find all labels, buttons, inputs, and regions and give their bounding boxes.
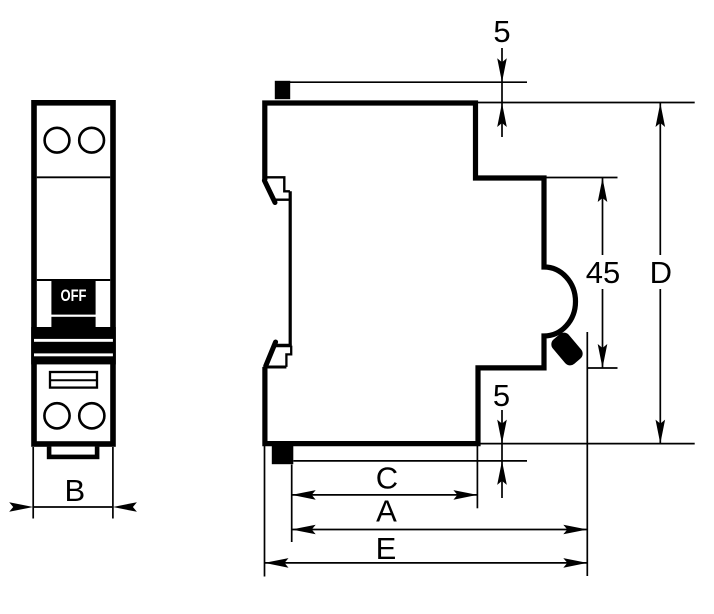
svg-text:E: E [376,531,397,566]
svg-text:OFF: OFF [61,286,87,305]
svg-text:5: 5 [493,14,510,49]
svg-text:C: C [376,461,398,496]
svg-text:A: A [376,494,397,529]
svg-text:D: D [650,255,672,290]
svg-text:5: 5 [493,378,510,413]
svg-text:45: 45 [586,255,620,290]
svg-text:B: B [64,473,85,508]
